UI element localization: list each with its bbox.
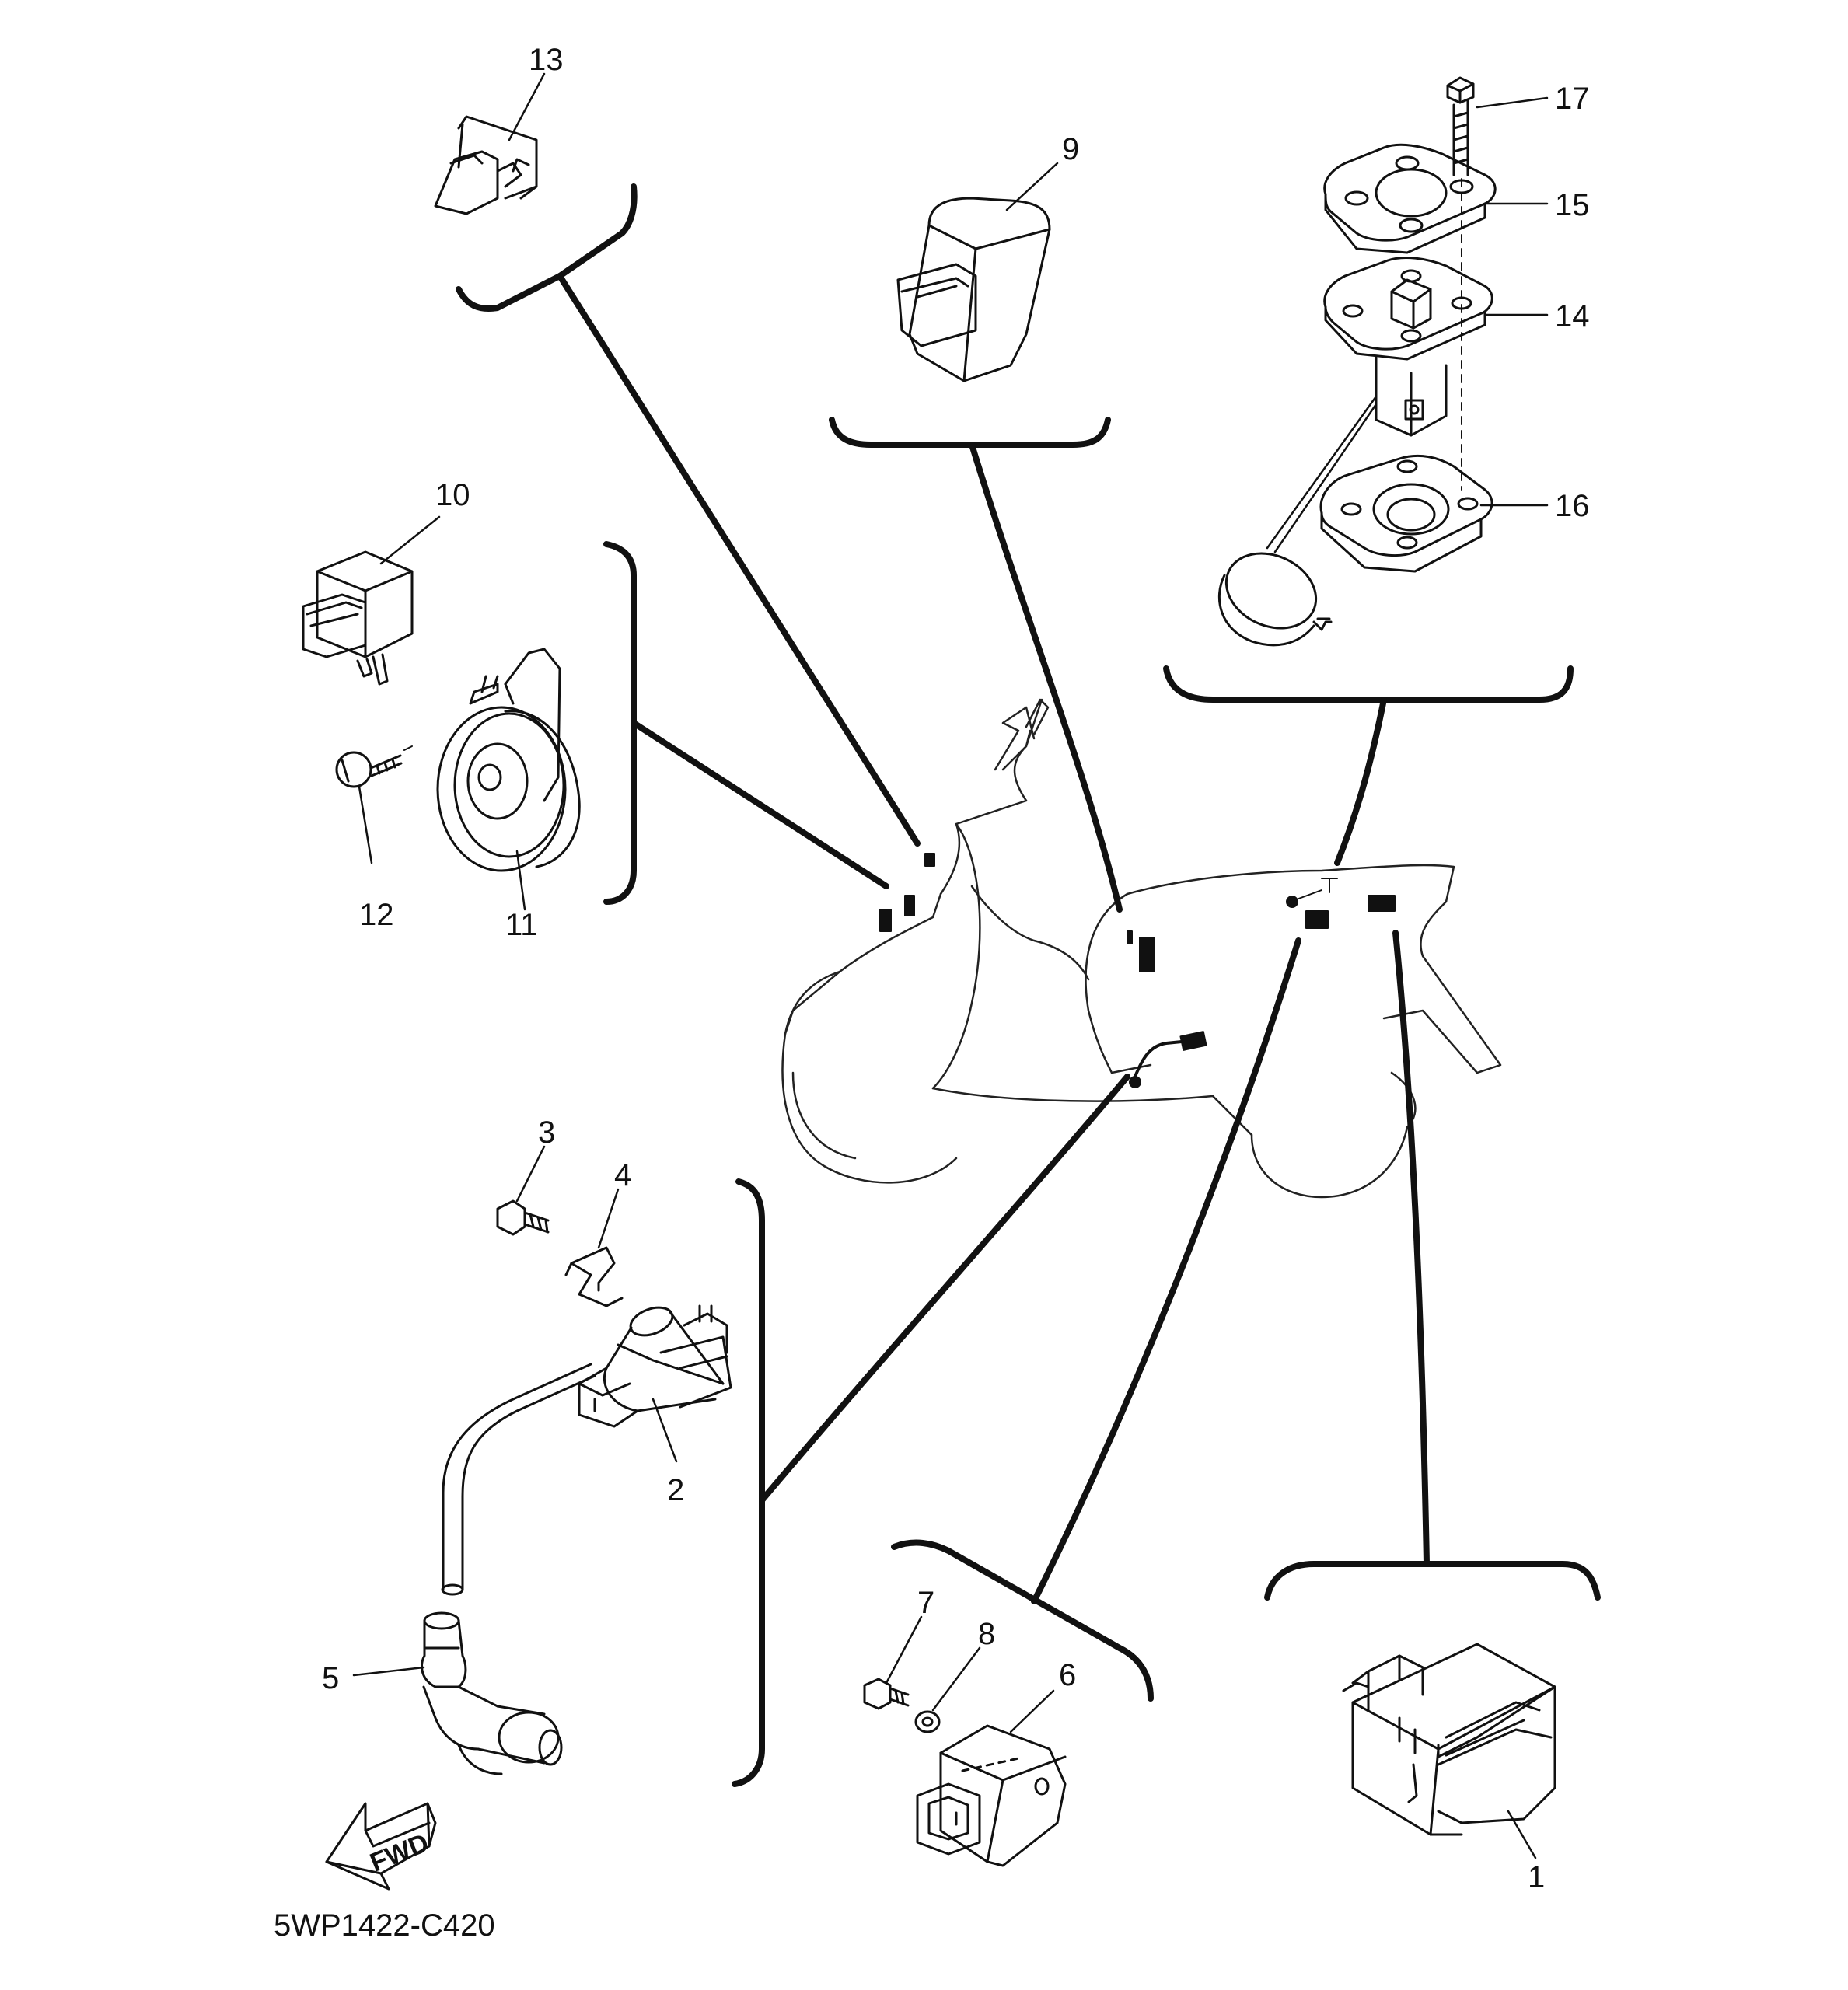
leader-13: [508, 72, 546, 141]
part-5-plug-cap: [421, 1611, 563, 1775]
leader-8: [931, 1646, 981, 1712]
fwd-arrow-icon: [325, 1802, 437, 1890]
part-3-bolt: [496, 1199, 550, 1236]
scooter-outline: [781, 698, 1502, 1199]
part-16-gasket: [1319, 454, 1493, 573]
part-14-float: [1217, 552, 1333, 647]
leader-11: [515, 850, 526, 911]
part-7-screw: [863, 1678, 910, 1710]
leader-4: [597, 1188, 620, 1249]
callout-6: 6: [1059, 1658, 1076, 1692]
scooter-part-markers: [879, 853, 1396, 1088]
leader-lines: [456, 183, 1601, 1787]
callout-2: 2: [667, 1473, 684, 1507]
leader-6: [1009, 1689, 1055, 1733]
callout-1: 1: [1528, 1860, 1545, 1894]
part-4-clip: [564, 1246, 624, 1307]
callout-8: 8: [978, 1617, 995, 1651]
callout-9: 9: [1062, 132, 1079, 166]
leader-17: [1476, 96, 1549, 109]
callout-15: 15: [1555, 188, 1590, 222]
callout-14: 14: [1555, 299, 1590, 333]
callout-16: 16: [1555, 489, 1590, 523]
part-12-bolt: [335, 745, 413, 788]
part-8-washer: [914, 1710, 941, 1733]
callout-5: 5: [322, 1661, 339, 1695]
part-17-screw: [1446, 76, 1475, 176]
callout-17: 17: [1555, 82, 1590, 116]
callout-4: 4: [614, 1158, 631, 1192]
leader-1: [1507, 1810, 1537, 1859]
leader-9: [1005, 162, 1059, 211]
part-9-cdi-unit: [896, 197, 1051, 382]
drawing-code: 5WP1422-C420: [274, 1908, 495, 1943]
part-2-ignition-coil: [578, 1304, 732, 1428]
callout-labels: 13 9 17 15 14 16 10 12 11 3 4 2 5 7 8 6 …: [274, 43, 1590, 1943]
callout-12: 12: [359, 898, 394, 932]
leader-10: [379, 515, 441, 565]
part-1-rectifier-regulator: [1342, 1643, 1556, 1836]
part-10-relay: [302, 550, 414, 686]
callout-13: 13: [529, 43, 564, 77]
callout-10: 10: [435, 478, 470, 512]
callout-7: 7: [917, 1586, 934, 1620]
callout-3: 3: [538, 1115, 555, 1150]
callout-11: 11: [505, 908, 538, 942]
part-14-fuel-sender: [1266, 256, 1493, 553]
part-2-ignition-lead: [441, 1363, 596, 1596]
leader-2: [652, 1398, 678, 1463]
part-6-regulator: [916, 1724, 1067, 1867]
leader-5: [352, 1666, 425, 1677]
part-11-horn: [436, 648, 581, 872]
part-15-gasket: [1323, 143, 1497, 254]
leader-3: [515, 1145, 546, 1203]
leader-7: [885, 1615, 923, 1685]
part-13-bracket-clip: [434, 115, 538, 215]
leader-12: [358, 785, 373, 864]
